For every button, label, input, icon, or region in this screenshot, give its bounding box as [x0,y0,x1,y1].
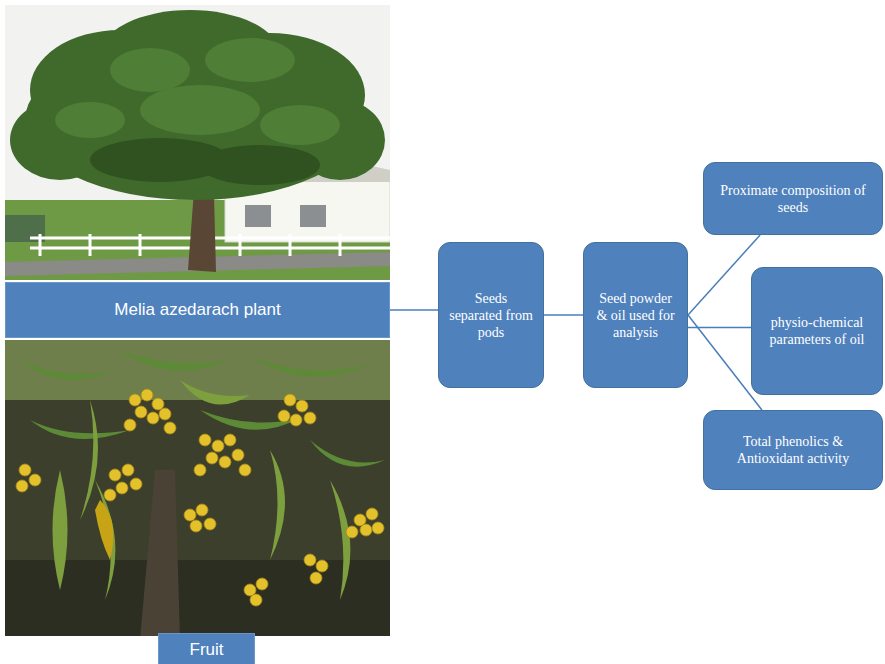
node-text: Seeds separated from pods [449,290,533,341]
node-text: Melia azedarach plant [114,300,280,320]
process-box: Seed powder & oil used for analysis [583,242,688,388]
result-box: Proximate composition of seeds [703,162,883,235]
process-box: Seeds separated from pods [438,242,544,388]
node-text: physio-chemical parameters of oil [762,314,872,348]
tree-photo [5,5,390,280]
node-text: Proximate composition of seeds [714,182,872,216]
result-box: physio-chemical parameters of oil [751,267,883,395]
plant-band: Melia azedarach plant [5,282,390,338]
connector-line [390,309,438,311]
fruit-photo [5,340,390,636]
node-text: Total phenolics & Antioxidant activity [714,433,872,467]
result-box: Total phenolics & Antioxidant activity [703,410,883,490]
node-text: Seed powder & oil used for analysis [594,290,677,341]
fruit-label-band: Fruit [158,633,255,664]
connector-line [544,314,583,316]
connector-line [688,235,760,315]
node-text: Fruit [190,640,224,660]
